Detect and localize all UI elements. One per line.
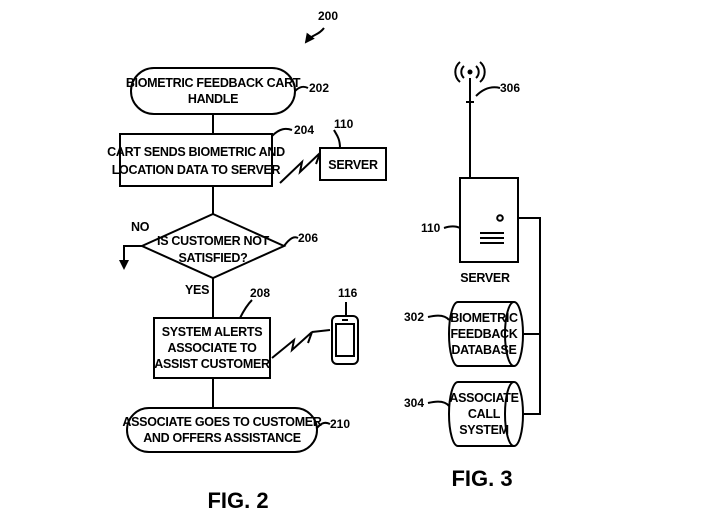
- ref-206-leader: [283, 236, 299, 247]
- db-call-line-1: ASSOCIATE: [449, 391, 518, 405]
- ref-116: 116: [338, 286, 358, 300]
- ref-202-leader: [294, 85, 309, 92]
- ref-210: 210: [330, 417, 350, 431]
- step-system-alerts: [153, 317, 271, 379]
- db-biometric-line-3: DATABASE: [451, 343, 516, 357]
- start-line-1: BIOMETRIC FEEDBACK CART: [126, 76, 301, 90]
- ref-302-leader: [427, 314, 450, 321]
- ref-206: 206: [298, 231, 318, 245]
- ref-202: 202: [309, 81, 329, 95]
- step-alert-line-1: SYSTEM ALERTS: [162, 325, 263, 339]
- ref-110-fig2: 110: [334, 117, 354, 131]
- step-cart-sends-line-2: LOCATION DATA TO SERVER: [112, 163, 281, 177]
- ref-200-arrow: [304, 27, 325, 44]
- decision-line-1: IS CUSTOMER NOT: [157, 234, 270, 248]
- step-cart-sends-line-1: CART SENDS BIOMETRIC AND: [107, 145, 285, 159]
- ref-304: 304: [404, 396, 424, 410]
- start-line-2: HANDLE: [188, 92, 238, 106]
- ref-302: 302: [404, 310, 424, 324]
- yes-label: YES: [185, 283, 209, 297]
- ref-110-fig3: 110: [421, 221, 441, 235]
- step-alert-line-3: ASSIST CUSTOMER: [154, 357, 270, 371]
- ref-110-fig3-leader: [443, 225, 461, 229]
- phone-icon: [331, 315, 359, 365]
- end-line-1: ASSOCIATE GOES TO CUSTOMER: [122, 415, 321, 429]
- end-terminal: [126, 407, 318, 453]
- decision-line-2: SATISFIED?: [179, 251, 248, 265]
- server-tower-label: SERVER: [460, 271, 510, 285]
- ref-304-leader: [427, 400, 450, 407]
- db-biometric-line-2: FEEDBACK: [450, 327, 517, 341]
- step-alert-line-2: ASSOCIATE TO: [167, 341, 257, 355]
- associate-call-system-database: [448, 381, 524, 447]
- wireless-link-server: [279, 152, 321, 184]
- server-tower-icon: [459, 177, 519, 263]
- fig2-caption: FIG. 2: [207, 488, 268, 513]
- ref-306: 306: [500, 81, 520, 95]
- end-line-2: AND OFFERS ASSISTANCE: [143, 431, 301, 445]
- fig3-caption: FIG. 3: [451, 466, 512, 491]
- wireless-link-phone: [271, 329, 331, 359]
- step-cart-sends: [119, 133, 273, 187]
- server-box: [319, 147, 387, 181]
- start-terminal: [130, 67, 296, 115]
- ref-204-leader: [271, 127, 293, 137]
- server-db-connector: [518, 217, 541, 415]
- ref-204: 204: [294, 123, 314, 137]
- db-biometric-line-1: BIOMETRIC: [450, 311, 518, 325]
- biometric-feedback-database: [448, 301, 524, 367]
- antenna-icon: [454, 61, 486, 178]
- db-call-line-3: SYSTEM: [459, 423, 509, 437]
- server-box-label: SERVER: [328, 158, 378, 172]
- ref-306-leader: [475, 86, 501, 97]
- ref-110-leader: [333, 129, 341, 149]
- no-label: NO: [131, 220, 150, 234]
- db-call-line-2: CALL: [468, 407, 501, 421]
- no-branch: [119, 245, 142, 270]
- ref-208-leader: [239, 299, 253, 319]
- ref-208: 208: [250, 286, 270, 300]
- ref-200: 200: [318, 9, 338, 23]
- ref-210-leader: [316, 421, 331, 429]
